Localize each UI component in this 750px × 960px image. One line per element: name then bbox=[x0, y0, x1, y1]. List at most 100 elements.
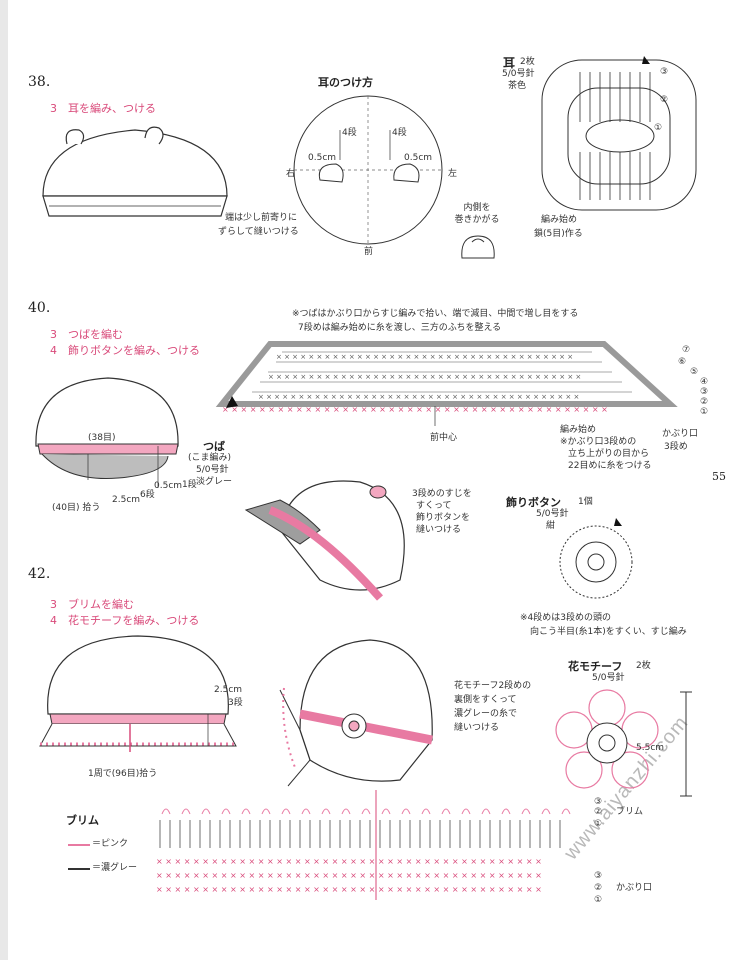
flower-note-3: 濃グレーの糸で bbox=[454, 709, 518, 719]
svg-text:× × × × × × × × × × × × × × ×: × × × × × × × × × × × × × × × × × × × × … bbox=[156, 885, 542, 894]
btn-note-4: 縫いつける bbox=[416, 525, 462, 535]
inner-line1: 内側を bbox=[463, 203, 491, 213]
legend-gray-line bbox=[68, 868, 90, 870]
svg-text:× × × × × × × × × × × × × × ×: × × × × × × × × × × × × × × × × × × × × … bbox=[276, 353, 573, 361]
flower-count: 2枚 bbox=[636, 661, 651, 671]
flower-size: 5.5cm bbox=[636, 743, 665, 753]
btn-note-3: 飾りボタンを bbox=[416, 513, 471, 523]
bear-hat-illustration bbox=[42, 126, 228, 217]
visor-row-5: ⑤ bbox=[690, 367, 699, 377]
visor-row-4: ④ bbox=[700, 377, 709, 387]
section-number: 42. bbox=[28, 566, 51, 582]
attach-title: 耳のつけ方 bbox=[318, 76, 373, 89]
page-number: 55 bbox=[712, 470, 726, 483]
brim-height: 2.5cm bbox=[214, 685, 243, 695]
step-label: 3 耳を編み、つける bbox=[50, 102, 156, 115]
start-note-2: 立ち上がりの目から bbox=[568, 449, 650, 459]
flower-hat-illustration bbox=[279, 639, 433, 787]
flower-size-arrow bbox=[680, 691, 692, 797]
flower-note-4: 縫いつける bbox=[454, 723, 500, 733]
cap-button-illustration bbox=[244, 480, 405, 601]
center-front: 前中心 bbox=[430, 433, 458, 443]
legend-gray: ＝濃グレー bbox=[92, 863, 138, 873]
ear-start-1: 編み始め bbox=[541, 215, 578, 225]
kaburi-row-3: ③ bbox=[594, 871, 603, 881]
brim-row-2: ② bbox=[594, 807, 603, 817]
legend-pink-line bbox=[68, 844, 90, 846]
btn-note-2: すくって bbox=[416, 501, 452, 511]
ear-stitch-chart bbox=[541, 56, 697, 211]
section-number: 38. bbox=[28, 74, 51, 90]
note-line1: 端は少し前寄りに bbox=[225, 213, 298, 223]
six-dan: 6段 bbox=[140, 490, 155, 500]
binding-gutter bbox=[0, 0, 8, 960]
visor-color: 淡グレー bbox=[196, 477, 233, 487]
dist-left: 0.5cm bbox=[308, 153, 337, 163]
kaburi-label: かぶり口 bbox=[616, 883, 653, 893]
dist-25: 2.5cm bbox=[112, 495, 141, 505]
btn-note-1: 3段めのすじを bbox=[412, 489, 472, 499]
ear-count: 2枚 bbox=[520, 57, 535, 67]
brim-note-1: ※つばはかぶり口からすじ編みで拾い、端で減目、中間で増し目をする bbox=[292, 309, 579, 319]
inner-line2: 巻きかがる bbox=[454, 215, 500, 225]
visor-needle: 5/0号針 bbox=[196, 465, 229, 475]
four-dan-left: 4段 bbox=[342, 128, 357, 138]
button-note-a: ※4段めは3段めの頭の bbox=[520, 613, 611, 623]
svg-text:× × × × × × × × × × × × × × ×: × × × × × × × × × × × × × × × × × × × × … bbox=[222, 405, 608, 414]
section-number: 40. bbox=[28, 300, 51, 316]
ear-shape-icon bbox=[461, 235, 495, 259]
kaburi-row-1: ① bbox=[594, 895, 603, 905]
ear-row-1: ① bbox=[654, 123, 663, 133]
count-38: (38目) bbox=[88, 433, 116, 443]
ear-needle: 5/0号針 bbox=[502, 69, 535, 79]
ear-color: 茶色 bbox=[508, 81, 527, 91]
button-note-b: 向こう半目(糸1本)をすくい、すじ編み bbox=[530, 627, 687, 637]
label-left: 左 bbox=[448, 169, 458, 179]
start-note-3: 22目めに糸をつける bbox=[568, 461, 652, 471]
button-title: 飾りボタン bbox=[506, 496, 561, 509]
note-line2: ずらして縫いつける bbox=[218, 227, 299, 237]
legend-pink: ＝ピンク bbox=[92, 839, 129, 849]
step-label: 3 ブリムを編む bbox=[50, 598, 134, 611]
svg-text:× × × × × × × × × × × × × × ×: × × × × × × × × × × × × × × × × × × × × … bbox=[156, 857, 542, 866]
start-label: 編み始め bbox=[560, 425, 597, 435]
brim-row-3: ③ bbox=[594, 797, 603, 807]
four-dan-right: 4段 bbox=[392, 128, 407, 138]
brim-note-2: 7段めは編み始めに糸を渡し、三方のふちを整える bbox=[298, 323, 502, 333]
button-stitch-chart bbox=[559, 518, 633, 599]
step-label: 4 花モチーフを編み、つける bbox=[50, 614, 200, 627]
flower-note-2: 裏側をすくって bbox=[454, 695, 517, 705]
svg-text:× × × × × × × × × × × × × × ×: × × × × × × × × × × × × × × × × × × × × … bbox=[268, 373, 581, 381]
pickup-note: 1周で(96目)拾う bbox=[88, 769, 158, 779]
flower-stitch-chart bbox=[555, 689, 659, 789]
one-dan: 1段 bbox=[182, 480, 197, 490]
brim-hat-illustration bbox=[39, 635, 237, 752]
visor-row-3: ③ bbox=[700, 387, 709, 397]
flower-note-1: 花モチーフ2段めの bbox=[454, 681, 532, 691]
kaburi-label-2: 3段め bbox=[664, 442, 688, 452]
brim-chart-title: ブリム bbox=[66, 814, 99, 827]
visor-row-7: ⑦ bbox=[682, 345, 691, 355]
brim-stitch-chart: × × × × × × × × × × × × × × × × × × × × … bbox=[156, 790, 571, 900]
brim-row-1: ① bbox=[594, 819, 603, 829]
dist-right: 0.5cm bbox=[404, 153, 433, 163]
ear-placement-diagram bbox=[293, 95, 443, 245]
kaburi-label-1: かぶり口 bbox=[662, 429, 699, 439]
visor-hat-illustration bbox=[35, 377, 179, 488]
label-right: 右 bbox=[286, 169, 296, 179]
visor-row-2: ② bbox=[700, 397, 709, 407]
visor-method: (こま編み) bbox=[188, 453, 232, 463]
button-count: 1個 bbox=[578, 497, 593, 507]
three-dan: 3段 bbox=[228, 698, 243, 708]
ear-row-2: ② bbox=[660, 95, 669, 105]
ear-start-2: 鎖(5目)作る bbox=[534, 229, 583, 239]
kaburi-row-2: ② bbox=[594, 883, 603, 893]
flower-needle: 5/0号針 bbox=[592, 673, 625, 683]
button-needle: 5/0号針 bbox=[536, 509, 569, 519]
count-40: (40目) 拾う bbox=[52, 503, 101, 513]
button-color: 紺 bbox=[546, 521, 556, 531]
visor-stitch-chart: × × × × × × × × × × × × × × × × × × × × … bbox=[215, 341, 678, 426]
ear-row-3: ③ bbox=[660, 67, 669, 77]
dist-05: 0.5cm bbox=[154, 481, 183, 491]
visor-row-1: ① bbox=[700, 407, 709, 417]
